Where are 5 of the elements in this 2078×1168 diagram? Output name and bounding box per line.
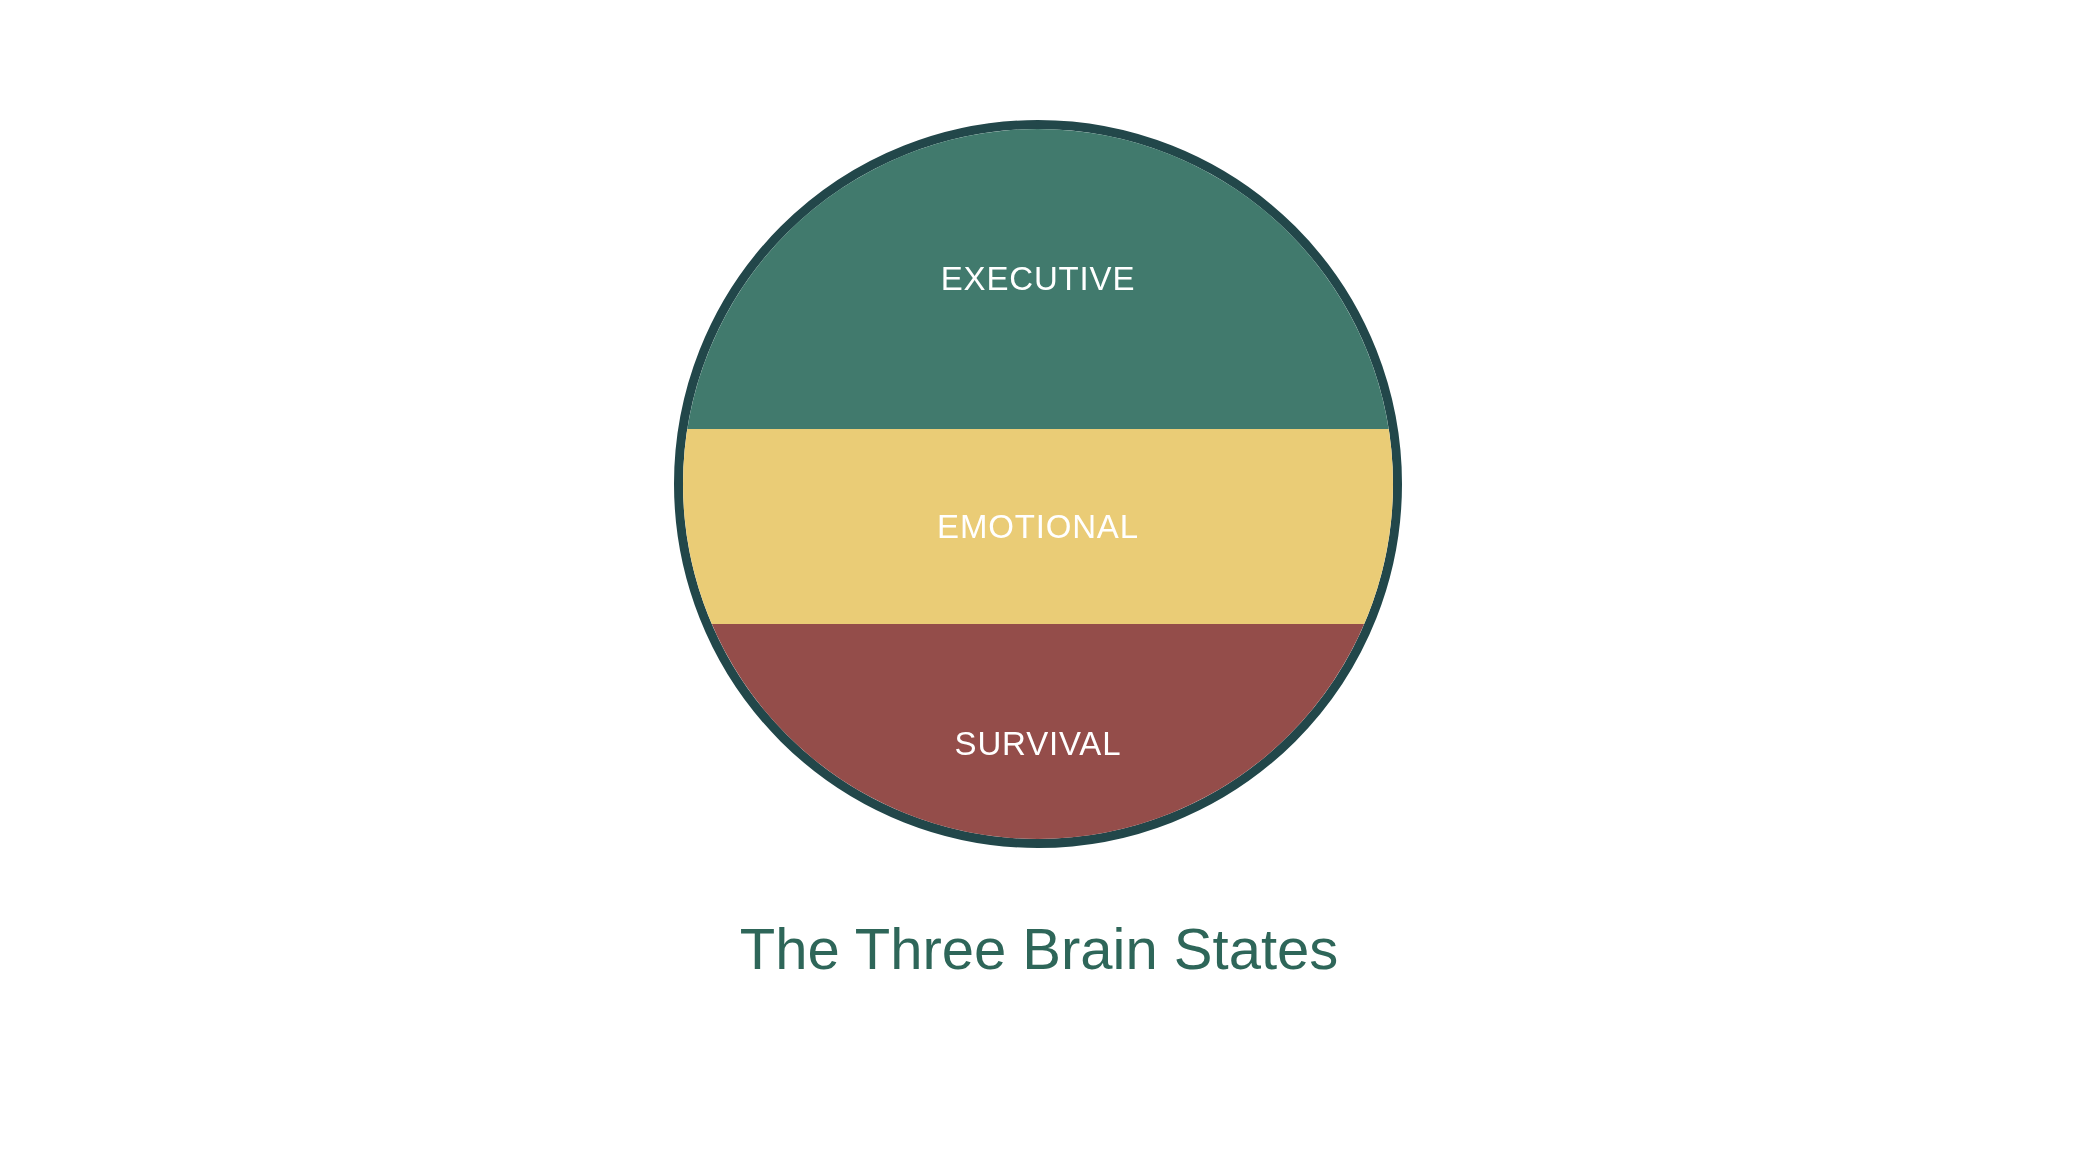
- state-label: SURVIVAL: [954, 724, 1122, 765]
- diagram-title: The Three Brain States: [739, 915, 1339, 983]
- state-label: EMOTIONAL: [937, 506, 1139, 547]
- state-label: EXECUTIVE: [940, 259, 1136, 300]
- middle-band: [683, 429, 1393, 624]
